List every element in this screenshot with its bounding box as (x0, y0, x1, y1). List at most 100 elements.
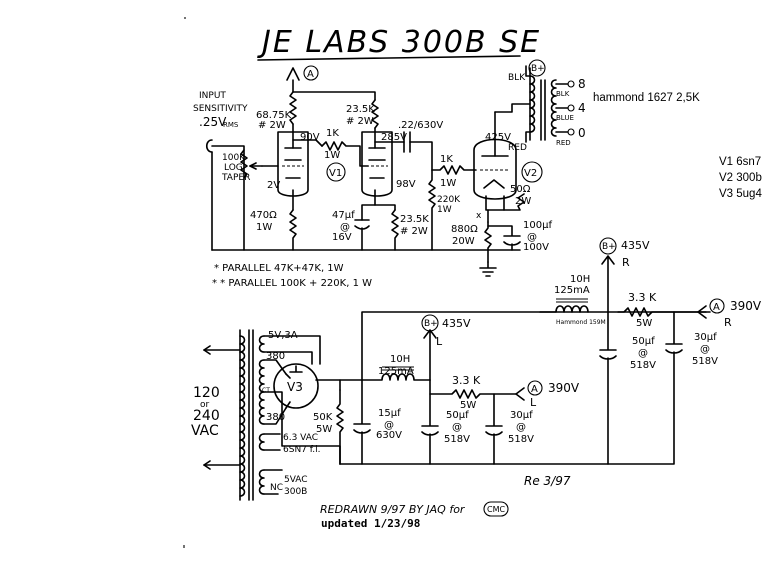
v1-cathode-voltage: 2V (267, 180, 280, 191)
tube-note-v1: V1 6sn7 (719, 156, 761, 168)
v1b-cathode-voltage: 98V (396, 179, 416, 190)
redrawn-credit: REDRAWN 9/97 BY JAQ for (320, 503, 466, 516)
svg-text:RMS: RMS (223, 121, 239, 129)
wire-v1b-cap (361, 204, 376, 221)
v1-plate-resistor-watt: # 2W (258, 120, 286, 131)
fil2-label-a: 5VAC (284, 475, 308, 485)
resistor-filament-v2 (503, 193, 525, 211)
resistor-bleeder (336, 389, 344, 465)
a-node-v1: A (286, 65, 319, 81)
fil2-label-b: 300B (284, 487, 307, 497)
r2-watt: 5W (636, 318, 652, 329)
power-transformer (239, 329, 265, 501)
ct-label: CT (262, 387, 270, 394)
note-parallel-1: * PARALLEL 47K+47K, 1W (214, 263, 344, 274)
svg-text:V3: V3 (287, 380, 303, 394)
svg-text:LOG: LOG (224, 163, 243, 173)
v2-x-mark: x (476, 211, 482, 221)
v1-plate-voltage: 90V (300, 132, 320, 143)
r1-watt: 5W (460, 400, 476, 411)
v1a-tube (277, 123, 309, 197)
hv-label-top: 380 (266, 351, 285, 362)
v1b-plate-voltage: 285V (381, 132, 407, 143)
tube-note-v3: V3 5ug4 (719, 188, 762, 200)
otx-tap4-color: BLUE (556, 114, 574, 122)
v2-grid-resistor: 1K (440, 154, 453, 165)
r2-value: 3.3 K (628, 291, 657, 304)
bplus-node-left: B+ 435V L (421, 314, 471, 381)
c1-value: 15µf (378, 408, 401, 419)
svg-text:240: 240 (193, 408, 220, 424)
resistor-r2 (617, 307, 707, 317)
choke2-value: 10H (570, 274, 590, 285)
v2-grid-resistor-watt: 1W (440, 178, 456, 189)
svg-text:VAC: VAC (191, 423, 219, 439)
v2-cathode-resistor: 880Ω (451, 224, 478, 235)
otx-tap0-color: RED (556, 139, 571, 147)
otx-red: RED (508, 143, 527, 153)
svg-text:A: A (713, 302, 720, 313)
mains-label: 120 or 240 VAC (191, 385, 220, 439)
svg-text:390V: 390V (730, 299, 762, 313)
v2-leak-resistor-watt: 1W (437, 205, 452, 215)
cap-c2 (421, 379, 439, 465)
c4-voltage: 518V (630, 360, 656, 371)
otx-blk: BLK (508, 73, 526, 83)
updated-date: updated 1/23/98 (321, 517, 420, 530)
c2-at: @ (452, 422, 462, 433)
tube-note-v2: V2 300b (719, 172, 762, 184)
bleeder-watt: 5W (316, 424, 332, 435)
svg-text:CMC: CMC (487, 505, 505, 514)
title-underline (257, 55, 521, 61)
v1b-plate-resistor-watt: # 2W (346, 116, 374, 127)
cap-c4 (599, 311, 617, 360)
svg-text:or: or (200, 400, 210, 410)
svg-text:L: L (436, 335, 443, 348)
ground-rail-psu (339, 351, 675, 465)
v1a-cathode-resistor-watt: 1W (256, 222, 272, 233)
choke-right (539, 298, 589, 313)
c5-value: 30µf (694, 332, 717, 343)
v1-grid2-resistor: 1K (326, 128, 339, 139)
otx-tap8: 8 (578, 77, 586, 91)
cap-c3 (485, 393, 503, 465)
svg-text:L: L (530, 396, 537, 409)
r1-value: 3.3 K (452, 374, 481, 387)
resistor-grid-v2 (431, 165, 477, 175)
c5-at: @ (700, 344, 710, 355)
v1b-cathode-resistor-watt: # 2W (400, 226, 428, 237)
choke2-current: 125mA (554, 285, 590, 296)
note-parallel-2: * * PARALLEL 100K + 220K, 1 W (212, 278, 372, 289)
resistor-cathode-v1b (391, 209, 399, 251)
fil1-label-b: 6SN7 f.l. (283, 445, 321, 455)
otx-note: hammond 1627 2,5K (593, 92, 700, 104)
cap-c1 (353, 379, 371, 465)
v1b-tube (361, 127, 393, 197)
output-transformer (494, 65, 575, 143)
svg-text:V1: V1 (329, 168, 342, 179)
otx-tap4: 4 (578, 101, 586, 115)
svg-text:B+: B+ (602, 242, 616, 252)
wire-plate-v1a (292, 139, 323, 147)
c3-at: @ (516, 422, 526, 433)
v3-rectifier: V3 (273, 363, 341, 409)
c3-voltage: 518V (508, 434, 534, 445)
wire-fil1 (263, 433, 281, 451)
svg-text:120: 120 (193, 385, 220, 401)
volume-pot: 100K LOG TAPER (221, 149, 263, 183)
c4-value: 50µf (632, 336, 655, 347)
svg-text:TAPER: TAPER (221, 173, 250, 183)
v1-marker: V1 (326, 162, 346, 182)
choke1-value: 10H (390, 354, 410, 365)
v2-cathode-cap-v: 100V (523, 242, 549, 253)
coupling-cap-value: .22/630V (398, 120, 443, 131)
c2-value: 50µf (446, 410, 469, 421)
resistor-r1 (429, 389, 517, 399)
input-sensitivity-label: INPUT SENSITIVITY .25V RMS (193, 91, 248, 129)
output-node-right: A 390V R (697, 298, 762, 329)
hv-label-bottom: 380 (266, 412, 285, 423)
title: JE LABS 300B SE (257, 25, 541, 60)
v1b-cathode-cap: 47µf (332, 210, 355, 221)
v2-plate-voltage: 425V (485, 132, 511, 143)
